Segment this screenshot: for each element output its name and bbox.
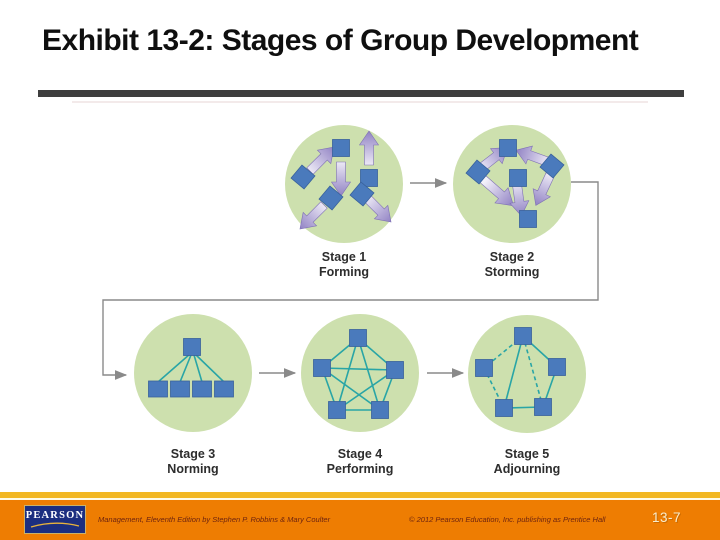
stage-name: Norming — [167, 462, 218, 476]
title-divider-shadow — [72, 101, 648, 103]
member-node-icon — [534, 398, 552, 416]
member-node-icon — [183, 338, 201, 356]
stage-title: Stage 3 — [171, 447, 216, 461]
stage-forming-diagram: Stage 1 Forming — [285, 125, 403, 279]
member-node-icon — [514, 327, 532, 345]
stage-name: Performing — [327, 462, 394, 476]
stage-title: Stage 1 — [322, 250, 367, 264]
member-node-icon — [214, 380, 234, 398]
footer-white-line — [0, 498, 720, 500]
stage-name: Forming — [319, 265, 369, 279]
copyright-text: © 2012 Pearson Education, Inc. publishin… — [409, 515, 606, 524]
member-node-icon — [495, 399, 513, 417]
stage-norming-diagram: Stage 3 Norming — [134, 314, 252, 476]
member-node-icon — [499, 139, 517, 157]
arrow-storming-to-norming — [102, 181, 599, 380]
member-node-icon — [170, 380, 190, 398]
book-credit: Management, Eleventh Edition by Stephen … — [98, 515, 331, 524]
stage-adjourning-diagram: Stage 5 Adjourning — [468, 315, 586, 476]
group-circle — [134, 314, 252, 432]
member-node-icon — [509, 169, 527, 187]
title-divider — [38, 90, 684, 97]
member-node-icon — [148, 380, 168, 398]
page-number: 13-7 — [652, 510, 682, 525]
stage-storming-diagram: Stage 2 Storming — [453, 125, 571, 279]
stage-name: Adjourning — [494, 462, 561, 476]
footer-gold-bar — [0, 492, 720, 498]
member-node-icon — [313, 359, 331, 377]
member-node-icon — [475, 359, 493, 377]
slide-title: Exhibit 13-2: Stages of Group Developmen… — [42, 24, 639, 57]
pearson-logo: PEARSON — [24, 505, 86, 534]
member-node-icon — [349, 329, 367, 347]
footer-orange-band: PEARSON Management, Eleventh Edition by … — [0, 500, 720, 540]
member-node-icon — [386, 361, 404, 379]
member-node-icon — [332, 139, 350, 157]
member-node-icon — [371, 401, 389, 419]
pearson-swoosh-icon — [30, 522, 80, 528]
member-node-icon — [328, 401, 346, 419]
stage-name: Storming — [485, 265, 540, 279]
pearson-logo-text: PEARSON — [25, 509, 85, 521]
hierarchy-links — [157, 353, 225, 383]
stage-title: Stage 5 — [505, 447, 550, 461]
stage-title: Stage 4 — [338, 447, 383, 461]
member-node-icon — [192, 380, 212, 398]
member-node-icon — [548, 358, 566, 376]
stage-performing-diagram: Stage 4 Performing — [301, 314, 419, 476]
footer: PEARSON Management, Eleventh Edition by … — [0, 492, 720, 540]
stage-title: Stage 2 — [490, 250, 535, 264]
member-node-icon — [519, 210, 537, 228]
